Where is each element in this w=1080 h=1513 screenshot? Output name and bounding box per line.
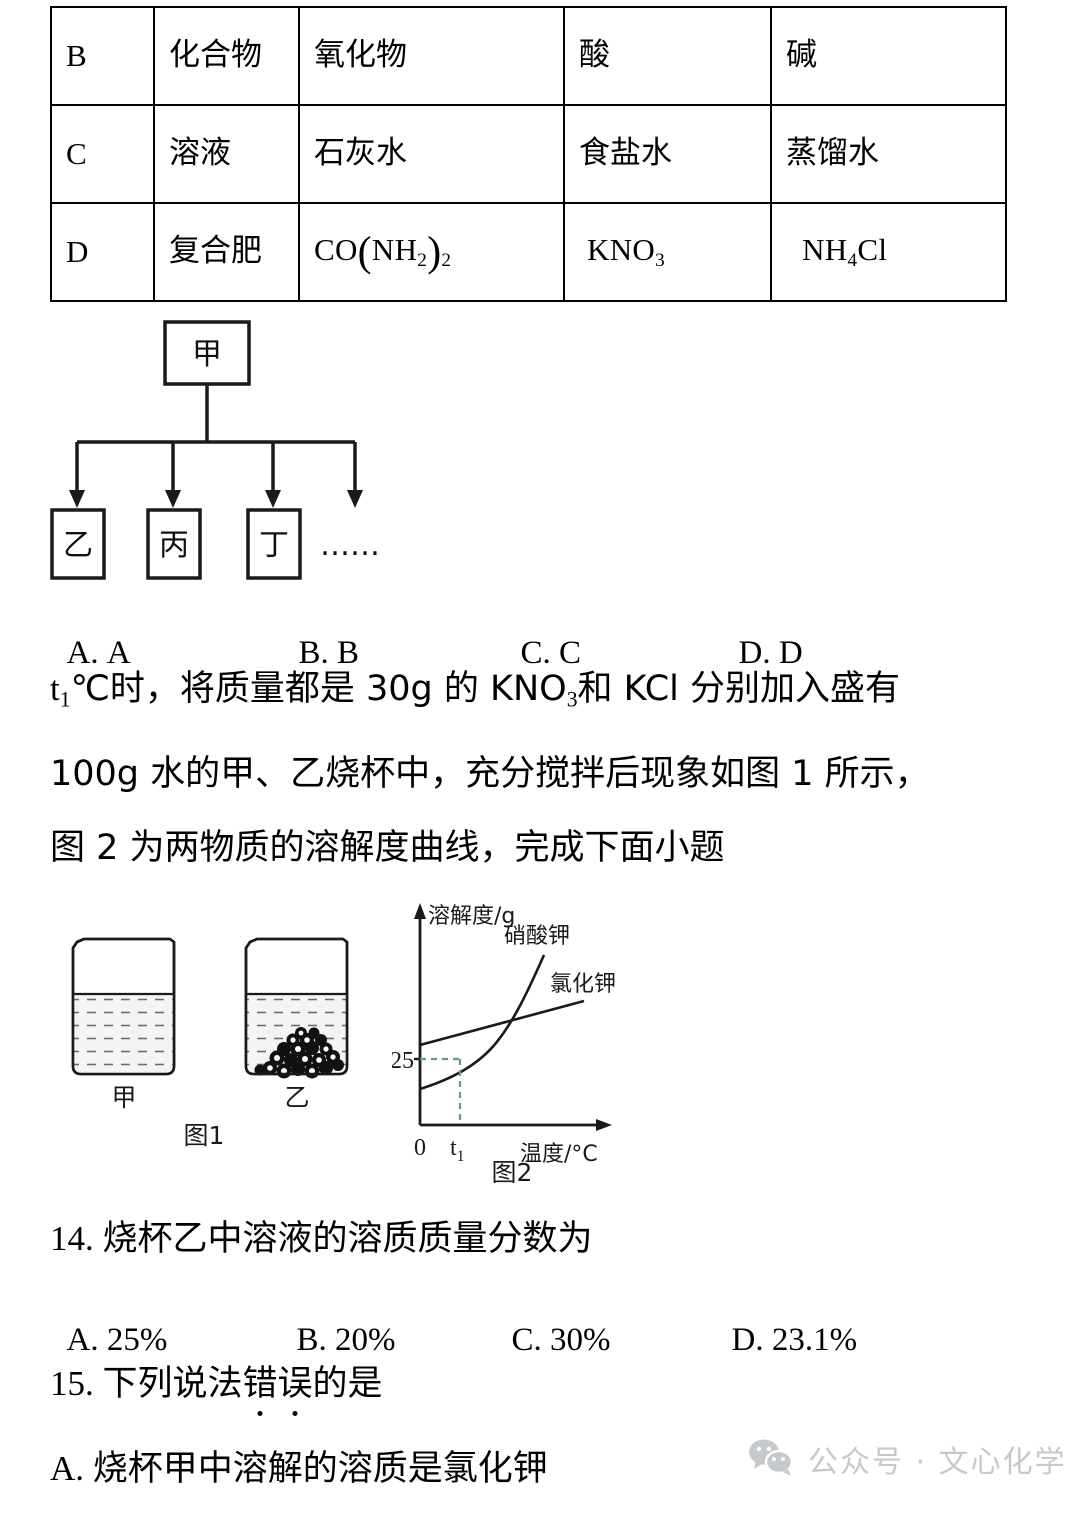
figure-2-solubility-chart: 溶解度/g 温度/°C 硝酸钾 氯化钾 25 0 t1 图2 (392, 893, 692, 1183)
option-d[interactable]: D. D (739, 635, 803, 672)
q14-option-c[interactable]: C. 30% (512, 1322, 732, 1359)
question-14-number: 14. (50, 1219, 94, 1258)
chart-y-axis-label: 溶解度/g (428, 904, 515, 929)
flowchart-child-label: 乙 (63, 528, 93, 563)
q14-option-a-value: 25% (106, 1322, 168, 1358)
classification-flowchart: 甲 乙 丙 丁 …… (40, 312, 470, 584)
row-letter: B (50, 6, 155, 106)
option-b[interactable]: B. B (299, 635, 521, 672)
q14-option-b-label: B. (296, 1322, 327, 1358)
stem-line-2: 100g 水的甲、乙烧杯中，充分搅拌后现象如图 1 所示， (50, 753, 930, 794)
flowchart-ellipsis: …… (320, 528, 380, 563)
row-example-a: 石灰水 (298, 104, 565, 204)
row-category: 化合物 (153, 6, 300, 106)
question-14-options: A. 25%B. 20%C. 30%D. 23.1% (50, 1285, 1010, 1359)
chart-x-tick-t1: t1 (450, 1135, 465, 1165)
row-formula-urea: CO(NH2)2 (298, 202, 565, 302)
table-row: C 溶液 石灰水 食盐水 蒸馏水 (50, 104, 1007, 204)
beaker-yi-label: 乙 (284, 1083, 309, 1112)
wechat-icon (748, 1438, 794, 1481)
question-14-text: 烧杯乙中溶液的溶质质量分数为 (102, 1219, 593, 1259)
figure-1-caption: 图1 (184, 1121, 225, 1150)
stem-line-3: 图 2 为两物质的溶解度曲线，完成下面小题 (50, 827, 725, 868)
q14-option-d-value: 23.1% (771, 1322, 858, 1358)
chart-y-tick-25: 25 (392, 1048, 414, 1074)
option-a[interactable]: A. A (67, 635, 299, 672)
row-example-b: 酸 (563, 6, 772, 106)
chart-label-kno3: 硝酸钾 (504, 924, 570, 949)
beaker-yi-solute-highlights (267, 1030, 336, 1074)
question-15-emphasis: 错误 (242, 1364, 313, 1404)
question-14-title: 14. 烧杯乙中溶液的溶质质量分数为 (50, 1210, 593, 1261)
beaker-jia-label: 甲 (111, 1083, 136, 1112)
option-c-label: C. (520, 635, 551, 671)
option-a-value: A (106, 635, 131, 671)
table-row: D 复合肥 CO(NH2)2 KNO3 NH4Cl (50, 202, 1007, 302)
chart-x-axis-label: 温度/°C (520, 1142, 598, 1167)
q14-option-b[interactable]: B. 20% (297, 1322, 512, 1359)
row-example-c: 碱 (770, 6, 1007, 106)
row-formula-kno3: KNO3 (563, 202, 772, 302)
q14-option-a-label: A. (66, 1322, 99, 1358)
chart-origin-label: 0 (414, 1135, 426, 1161)
option-d-label: D. (738, 635, 771, 671)
row-example-a: 氧化物 (298, 6, 565, 106)
chart-guide-lines (420, 1057, 462, 1125)
q14-option-d[interactable]: D. 23.1% (732, 1322, 858, 1359)
chart-axes (414, 903, 612, 1131)
classification-table: B 化合物 氧化物 酸 碱 C 溶液 石灰水 食盐水 蒸馏水 D 复合肥 CO(… (50, 6, 1007, 302)
q14-option-a[interactable]: A. 25% (67, 1322, 297, 1359)
flowchart-child-box (246, 508, 302, 580)
q14-option-c-label: C. (511, 1322, 542, 1358)
figure-2-caption: 图2 (492, 1158, 533, 1183)
flowchart-root-label: 甲 (192, 337, 222, 372)
chart-label-kcl: 氯化钾 (550, 972, 616, 997)
option-b-label: B. (298, 635, 329, 671)
flowchart-child-label: 丁 (259, 528, 289, 563)
flowchart-child-label: 丙 (159, 528, 189, 563)
question-stem: t1℃时，将质量都是 30g 的 KNO3和 KCl 分别加入盛有 100g 水… (50, 652, 1015, 885)
wechat-account-name: 公众号 · 文心化学 (808, 1445, 1067, 1480)
row-example-c: 蒸馏水 (770, 104, 1007, 204)
q15-option-a-text: 烧杯甲中溶解的溶质是氯化钾 (92, 1449, 548, 1489)
flowchart-child-box (50, 508, 106, 580)
beaker-yi: 乙 (244, 937, 349, 1112)
row-formula-nh4cl: NH4Cl (770, 202, 1007, 302)
row-category: 溶液 (153, 104, 300, 204)
beaker-jia-liquid (73, 994, 174, 1074)
chart-series-kcl (419, 999, 585, 1047)
row-letter: C (50, 104, 155, 204)
q15-option-a-label: A. (50, 1449, 85, 1488)
beaker-jia: 甲 (71, 937, 176, 1112)
figure-1-beakers: 甲 (52, 928, 382, 1153)
question-15-title: 15. 下列说法错误的是 (50, 1355, 383, 1406)
question-15-number: 15. (50, 1364, 94, 1403)
q14-option-d-label: D. (731, 1322, 764, 1358)
table-row: B 化合物 氧化物 酸 碱 (50, 6, 1007, 106)
option-c[interactable]: C. C (521, 635, 739, 672)
question-15-text-after: 的是 (312, 1364, 383, 1404)
flowchart-arrows (69, 442, 363, 508)
option-d-value: D (778, 635, 803, 671)
row-category: 复合肥 (153, 202, 300, 302)
question-15-text-before: 下列说法 (102, 1364, 243, 1404)
stem-line-1: t1℃时，将质量都是 30g 的 KNO3和 KCl 分别加入盛有 (50, 669, 900, 712)
q14-option-c-value: 30% (550, 1322, 611, 1358)
option-c-value: C (559, 635, 582, 671)
wechat-account-footer: 公众号 · 文心化学 (748, 1437, 1067, 1481)
flowchart-child-box (146, 508, 202, 580)
option-b-value: B (337, 635, 360, 671)
q14-option-b-value: 20% (335, 1322, 396, 1358)
row-letter: D (50, 202, 155, 302)
question-15-option-a[interactable]: A. 烧杯甲中溶解的溶质是氯化钾 (50, 1440, 548, 1491)
row-example-b: 食盐水 (563, 104, 772, 204)
chart-series-kno3 (419, 954, 546, 1091)
option-a-label: A. (66, 635, 99, 671)
